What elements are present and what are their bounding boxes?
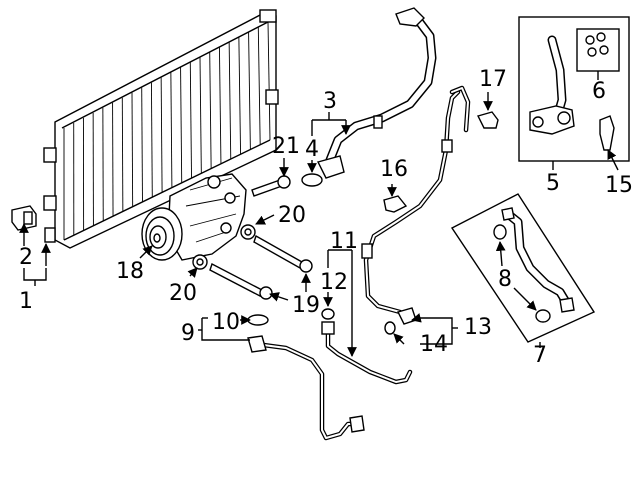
label-4: 4 xyxy=(305,137,319,162)
label-7: 7 xyxy=(533,343,547,368)
label-21: 21 xyxy=(272,134,300,159)
o-ring-4 xyxy=(301,173,323,187)
label-20-lower: 20 xyxy=(169,281,197,306)
label-9: 9 xyxy=(181,321,195,346)
line-12 xyxy=(321,321,413,385)
pressure-sensor xyxy=(11,205,37,231)
o-ring-10 xyxy=(247,314,269,326)
inset-box-5 xyxy=(518,16,630,162)
label-14: 14 xyxy=(420,332,448,357)
callout-labels: 1 2 3 4 5 6 7 8 9 10 11 12 13 14 15 16 1… xyxy=(19,67,633,368)
label-15: 15 xyxy=(605,173,633,198)
label-10: 10 xyxy=(212,310,240,335)
o-ring-14 xyxy=(384,321,396,335)
bracket-15 xyxy=(599,115,615,151)
label-13: 13 xyxy=(464,315,492,340)
label-11: 11 xyxy=(330,229,358,254)
clip-17 xyxy=(476,111,499,129)
label-8: 8 xyxy=(498,267,512,292)
label-1: 1 xyxy=(19,289,33,314)
condenser xyxy=(43,9,279,249)
bracket-16 xyxy=(383,195,408,213)
label-18: 18 xyxy=(116,259,144,284)
tube-9 xyxy=(247,335,365,441)
label-3: 3 xyxy=(323,89,337,114)
label-16: 16 xyxy=(380,157,408,182)
leader-lines xyxy=(19,71,619,357)
label-5: 5 xyxy=(546,171,560,196)
o-ring-12 xyxy=(321,308,335,320)
inset-box-7 xyxy=(450,193,596,343)
suction-hose xyxy=(316,7,437,179)
liquid-line xyxy=(361,85,471,325)
label-12: 12 xyxy=(320,270,348,295)
label-6: 6 xyxy=(592,79,606,104)
label-2: 2 xyxy=(19,245,33,270)
label-20-upper: 20 xyxy=(278,203,306,228)
label-17: 17 xyxy=(479,67,507,92)
label-19: 19 xyxy=(292,293,320,318)
